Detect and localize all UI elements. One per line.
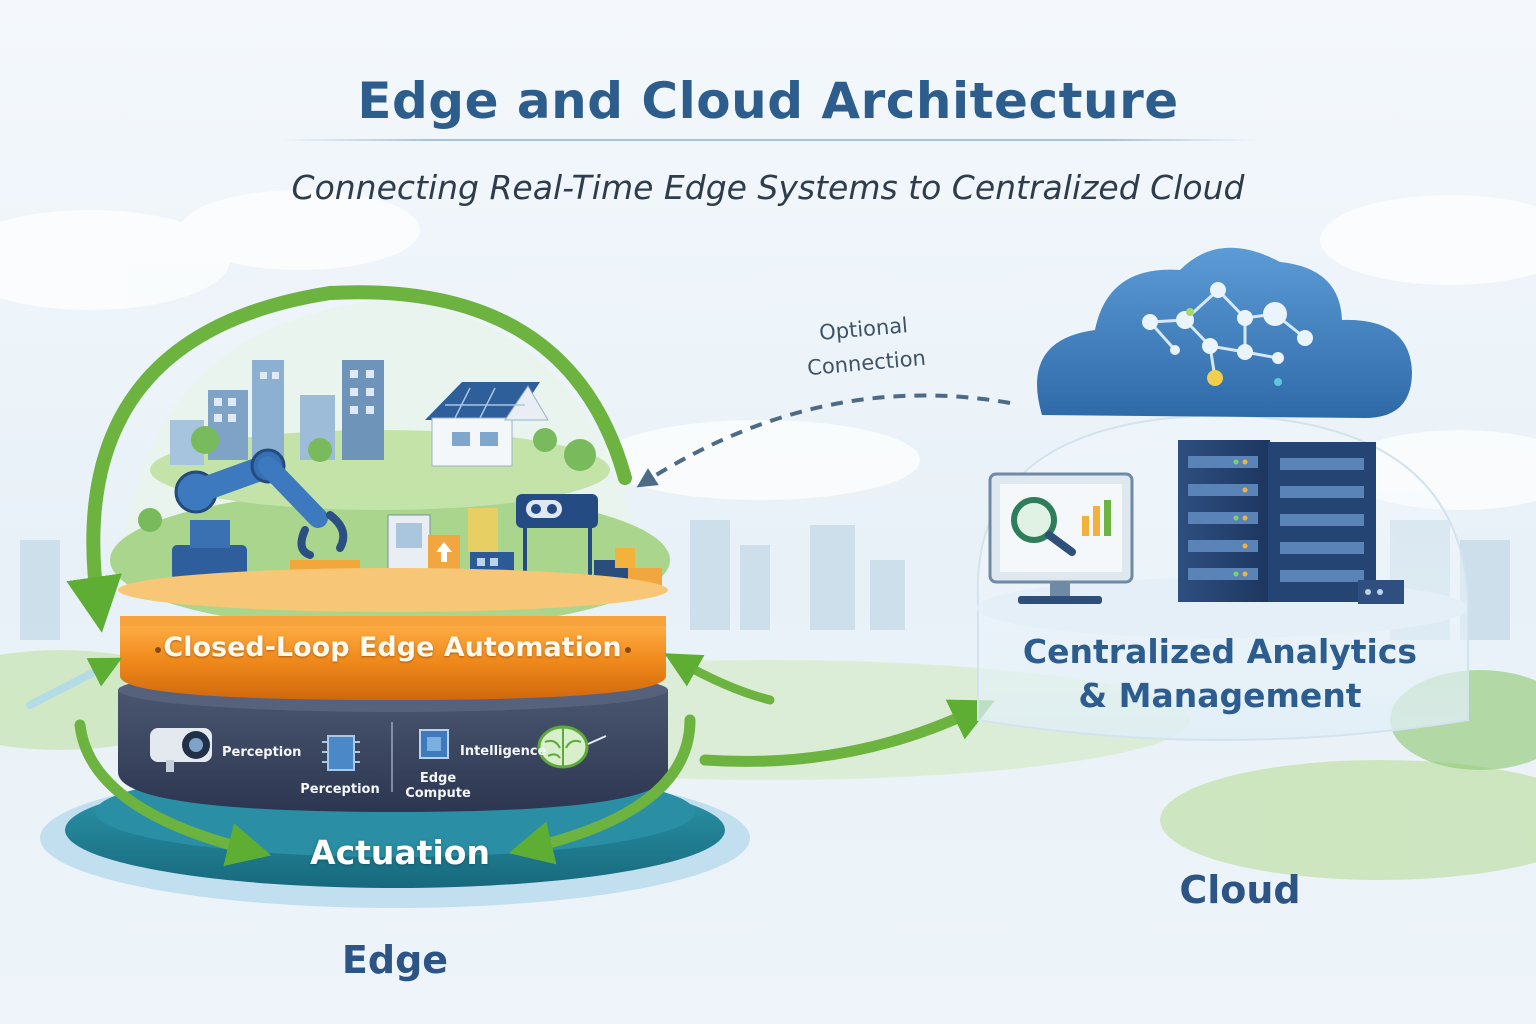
page-subtitle: Connecting Real-Time Edge Systems to Cen… [0,168,1536,207]
server-rack-icon [1178,440,1404,604]
module-label-edge-compute: Edge Compute [398,771,478,801]
processor-icon [420,730,448,758]
module-label-perception-2: Perception [300,782,380,797]
automation-label: Closed-Loop Edge Automation [120,632,665,663]
edge-label: Edge [330,938,460,982]
title-underline [280,139,1258,141]
chip-icon [322,736,360,770]
analytics-line1: Centralized Analytics [1000,630,1440,674]
optional-connection-label: Optional Connection [787,306,942,387]
actuation-label: Actuation [280,833,520,872]
edge-compute-line2: Compute [398,786,478,801]
cloud-label: Cloud [1170,868,1310,912]
page-title: Edge and Cloud Architecture [0,72,1536,130]
module-label-perception-1: Perception [222,745,301,760]
analytics-line2: & Management [1000,674,1440,718]
edge-compute-line1: Edge [398,771,478,786]
module-label-intelligence: Intelligence [460,744,546,759]
analytics-label: Centralized Analytics & Management [1000,630,1440,718]
